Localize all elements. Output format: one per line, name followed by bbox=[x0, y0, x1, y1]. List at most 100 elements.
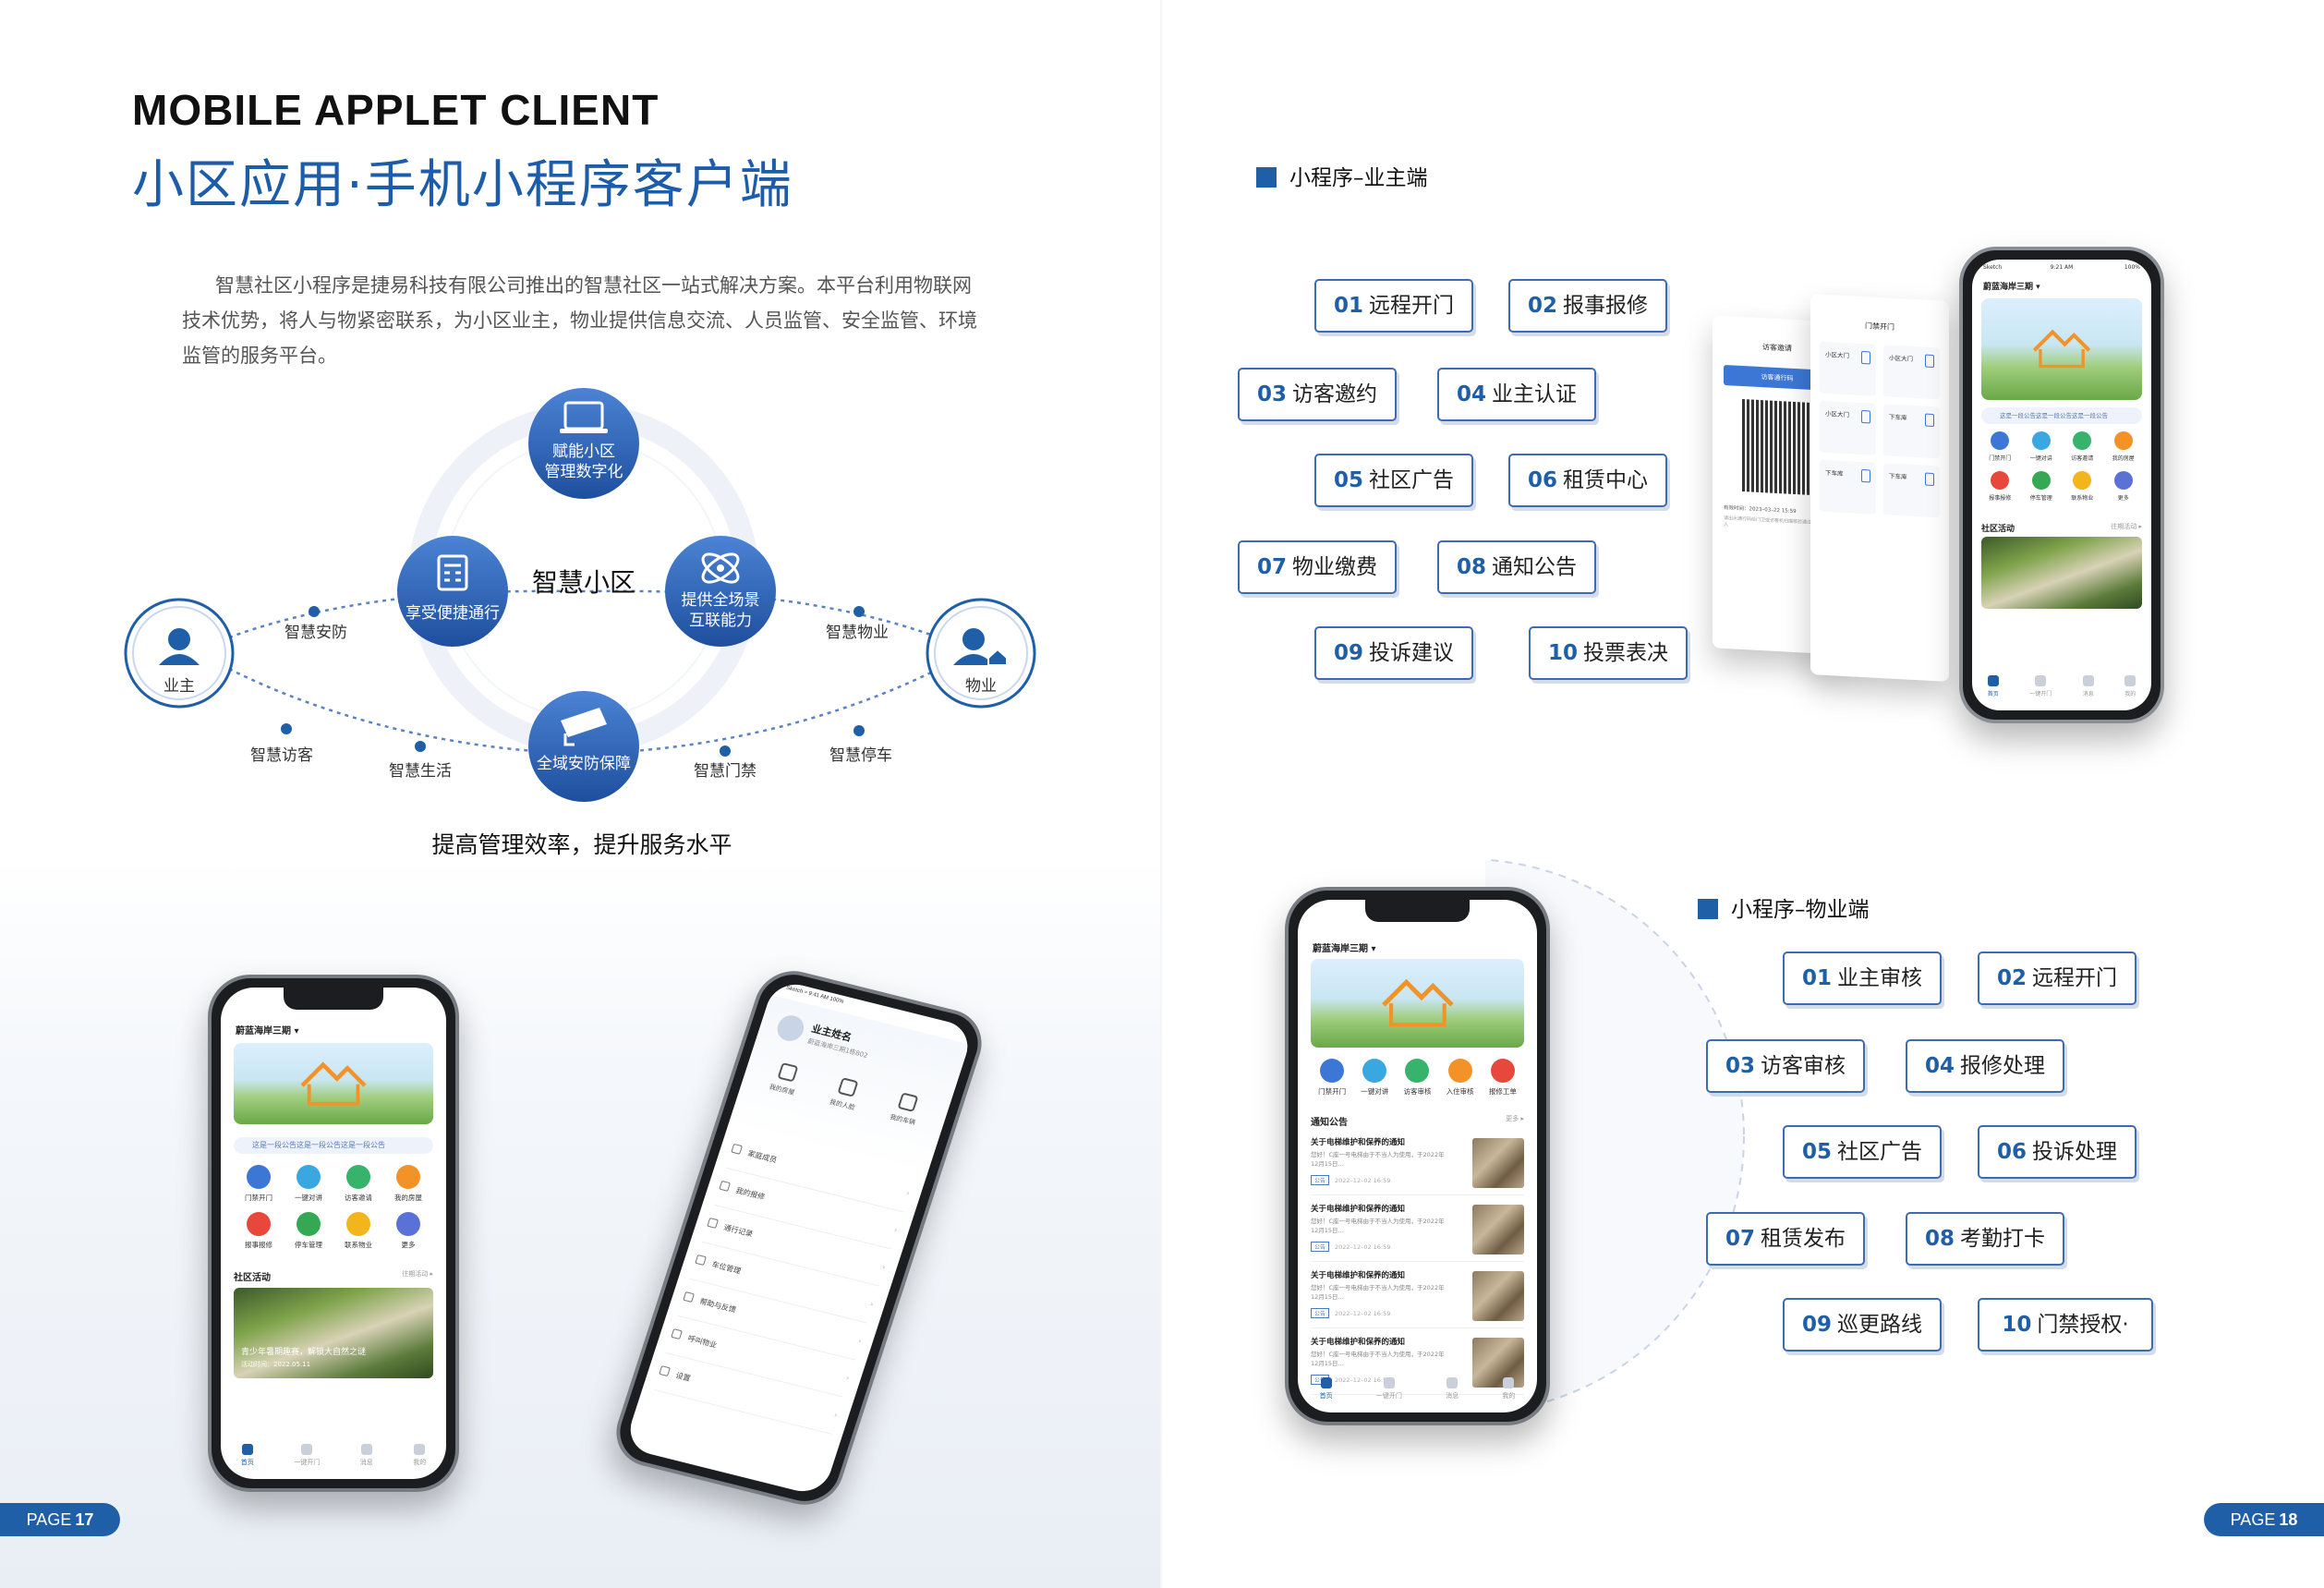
phone-screen: Sketch 9:21 AM 100% 蔚蓝海岸三期 ▾ 这是一段公告这是一段公… bbox=[1972, 260, 2151, 710]
tab-mine[interactable]: 我的 bbox=[1502, 1372, 1515, 1407]
phone-owner-home: 蔚蓝海岸三期 ▾ 这是一段公告这是一段公告这是一段公告 门禁开门一键对讲访客邀请… bbox=[208, 975, 459, 1492]
grid-item[interactable]: 访客审核 bbox=[1396, 1059, 1438, 1097]
grid-item[interactable]: 更多 bbox=[2103, 471, 2145, 502]
function-icon bbox=[297, 1212, 321, 1236]
gate-item[interactable]: 下车库 bbox=[1883, 463, 1940, 518]
announcement-item[interactable]: 关于电梯维护和保养的通知您好！C座一号电梯由于不当人为使用，于2022年12月1… bbox=[1311, 1131, 1524, 1195]
tab-open-door[interactable]: 一键开门 bbox=[2029, 670, 2052, 705]
announcement-date: 2022–12–02 16:59 bbox=[1335, 1310, 1391, 1317]
grid-item[interactable]: 一键对讲 bbox=[1353, 1059, 1396, 1097]
home-banner[interactable] bbox=[1981, 298, 2142, 400]
page-17: MOBILE APPLET CLIENT 小区应用·手机小程序客户端 智慧社区小… bbox=[0, 86, 1162, 1588]
grid-item[interactable]: 报事报修 bbox=[1979, 471, 2021, 502]
feature-access: 智慧门禁 bbox=[694, 762, 757, 781]
grid-item[interactable]: 更多 bbox=[383, 1212, 433, 1250]
gate-item[interactable]: 小区大门 bbox=[1820, 400, 1876, 455]
grid-item[interactable]: 报修工单 bbox=[1482, 1059, 1524, 1097]
grid-item[interactable]: 门禁开门 bbox=[1311, 1059, 1353, 1097]
message-icon bbox=[360, 1444, 372, 1455]
activity-photo[interactable] bbox=[1981, 537, 2142, 609]
profile-shortcut[interactable]: 我的人脸 bbox=[822, 1073, 865, 1132]
tab-home[interactable]: 首页 bbox=[241, 1438, 254, 1473]
activity-caption: 青少年暑期趣赛，解锁大自然之谜 bbox=[241, 1348, 367, 1357]
notice-header: 更多 ▸通知公告 bbox=[1311, 1115, 1524, 1128]
function-icon bbox=[346, 1165, 370, 1189]
gate-item[interactable]: 下车库 bbox=[1883, 404, 1940, 459]
smart-community-diagram: 赋能小区 管理数字化 享受便捷通行 提供全场景 互联能力 全域安防保障 智慧小区… bbox=[124, 388, 1036, 802]
grid-item[interactable]: 一键对讲 bbox=[284, 1165, 333, 1203]
announcement-desc: 您好！C座一号电梯由于不当人为使用，于2022年12月15日… bbox=[1311, 1151, 1445, 1168]
function-icon bbox=[2113, 431, 2133, 450]
grid-item[interactable]: 访客邀请 bbox=[2062, 431, 2103, 462]
announcement-image bbox=[1472, 1205, 1524, 1255]
node-right-line1: 提供全场景 bbox=[682, 591, 760, 609]
tab-open-door[interactable]: 一键开门 bbox=[1376, 1372, 1402, 1407]
gate-item[interactable]: 小区大门 bbox=[1883, 345, 1940, 400]
activity-more-link[interactable]: 往期活动 ▸ bbox=[2111, 523, 2142, 530]
announcement-item[interactable]: 关于电梯维护和保养的通知您好！C座一号电梯由于不当人为使用，于2022年12月1… bbox=[1311, 1197, 1524, 1262]
grid-item[interactable]: 入住审核 bbox=[1439, 1059, 1482, 1097]
profile-shortcut[interactable]: 我的车辆 bbox=[882, 1087, 925, 1146]
announcement-item[interactable]: 关于电梯维护和保养的通知您好！C座一号电梯由于不当人为使用，于2022年12月1… bbox=[1311, 1330, 1524, 1395]
function-icon bbox=[2073, 431, 2092, 450]
grid-item[interactable]: 一键对讲 bbox=[2021, 431, 2063, 462]
announcement-tag: 公告 bbox=[1311, 1175, 1330, 1185]
grid-item[interactable]: 访客邀请 bbox=[333, 1165, 383, 1203]
tab-messages[interactable]: 消息 bbox=[360, 1438, 373, 1473]
community-title[interactable]: 蔚蓝海岸三期 ▾ bbox=[236, 1026, 299, 1036]
grid-item[interactable]: 门禁开门 bbox=[1979, 431, 2021, 462]
grid-item[interactable]: 联系物业 bbox=[333, 1212, 383, 1250]
door-icon bbox=[1861, 409, 1870, 424]
grid-item[interactable]: 报事报修 bbox=[234, 1212, 284, 1250]
home-icon bbox=[241, 1444, 253, 1455]
house-logo-icon bbox=[300, 1061, 367, 1106]
function-icon bbox=[247, 1165, 271, 1189]
tab-mine[interactable]: 我的 bbox=[2124, 670, 2136, 705]
notice-more-link[interactable]: 更多 ▸ bbox=[1506, 1115, 1524, 1122]
function-icon bbox=[1991, 471, 2010, 490]
user-icon bbox=[2124, 675, 2136, 686]
tab-messages[interactable]: 消息 bbox=[1446, 1372, 1459, 1407]
community-title[interactable]: 蔚蓝海岸三期 ▾ bbox=[1983, 283, 2040, 292]
gate-item[interactable]: 下车库 bbox=[1820, 459, 1876, 515]
activity-photo[interactable]: 青少年暑期趣赛，解锁大自然之谜活动时间：2022.05.11 bbox=[234, 1288, 433, 1378]
user-icon bbox=[414, 1444, 426, 1455]
message-icon bbox=[1446, 1377, 1459, 1388]
grid-item[interactable]: 我的房屋 bbox=[383, 1165, 433, 1203]
announcement-item[interactable]: 关于电梯维护和保养的通知您好！C座一号电梯由于不当人为使用，于2022年12月1… bbox=[1311, 1264, 1524, 1328]
home-banner[interactable] bbox=[234, 1043, 433, 1124]
activity-more-link[interactable]: 往期活动 ▸ bbox=[402, 1270, 433, 1278]
chevron-right-icon: › bbox=[832, 1411, 839, 1420]
profile-shortcut[interactable]: 我的房屋 bbox=[761, 1058, 804, 1117]
home-banner[interactable] bbox=[1311, 959, 1524, 1048]
announcement-date: 2022–12–02 16:59 bbox=[1335, 1376, 1391, 1384]
tab-home[interactable]: 首页 bbox=[1320, 1372, 1333, 1407]
tab-messages[interactable]: 消息 bbox=[2082, 670, 2094, 705]
grid-item[interactable]: 联系物业 bbox=[2062, 471, 2103, 502]
activity-time: 活动时间：2022.05.11 bbox=[241, 1361, 311, 1368]
user-icon bbox=[1503, 1377, 1515, 1388]
notice-bar[interactable]: 这是一段公告这是一段公告这是一段公告 bbox=[1981, 407, 2142, 424]
grid-item[interactable]: 门禁开门 bbox=[234, 1165, 284, 1203]
phone-property-home: 蔚蓝海岸三期 ▾ 门禁开门一键对讲访客审核入住审核报修工单 更多 ▸通知公告 关… bbox=[1285, 887, 1550, 1425]
function-icon bbox=[297, 1165, 321, 1189]
grid-item[interactable]: 我的房屋 bbox=[2103, 431, 2145, 462]
tab-bar: 首页 一键开门 消息 我的 bbox=[1972, 670, 2151, 705]
feature-security: 智慧安防 bbox=[284, 624, 347, 642]
tab-mine[interactable]: 我的 bbox=[413, 1438, 426, 1473]
grid-item[interactable]: 停车管理 bbox=[284, 1212, 333, 1250]
menu-icon bbox=[695, 1254, 708, 1266]
announcement-desc: 您好！C座一号电梯由于不当人为使用，于2022年12月15日… bbox=[1311, 1284, 1445, 1301]
announcement-desc: 您好！C座一号电梯由于不当人为使用，于2022年12月15日… bbox=[1311, 1218, 1445, 1234]
notice-bar[interactable]: 这是一段公告这是一段公告这是一段公告 bbox=[234, 1137, 433, 1154]
community-title[interactable]: 蔚蓝海岸三期 ▾ bbox=[1313, 944, 1376, 954]
tab-open-door[interactable]: 一键开门 bbox=[294, 1438, 320, 1473]
grid-item[interactable]: 停车管理 bbox=[2021, 471, 2063, 502]
tab-home[interactable]: 首页 bbox=[1987, 670, 1999, 705]
gate-item[interactable]: 小区大门 bbox=[1820, 341, 1876, 396]
